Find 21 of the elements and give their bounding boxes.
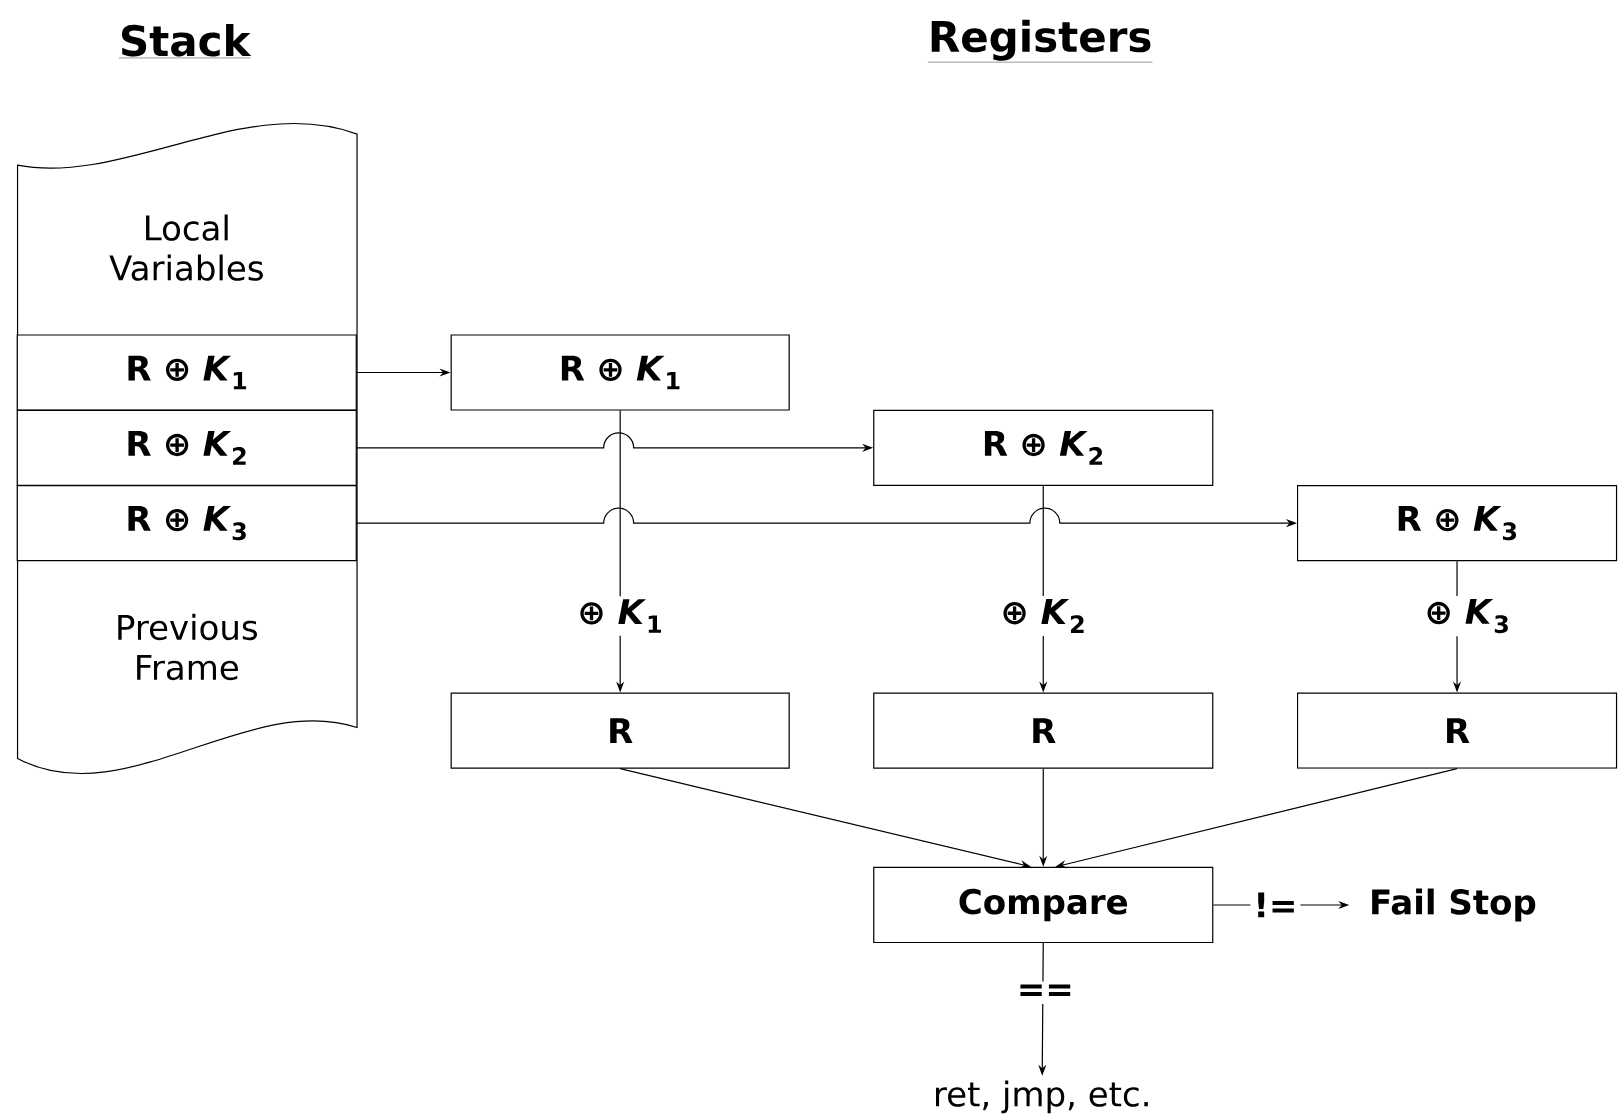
register-box: R: [450, 692, 790, 769]
register-box: R ⊕ K$_{3}$: [1296, 485, 1618, 562]
edge-label: ⊕ K$_{2}$: [997, 596, 1090, 637]
register-box: R: [1296, 692, 1618, 769]
edge-label: ⊕ K$_{1}$: [574, 596, 667, 637]
result-text: ret, jmp, etc.: [936, 1080, 1148, 1114]
result-text: Fail Stop: [1372, 888, 1536, 922]
stack-slot: R ⊕ K$_{3}$: [16, 485, 357, 562]
compare-box: Compare: [873, 867, 1214, 944]
heading: Registers: [927, 20, 1153, 63]
edge-label: !=: [1250, 889, 1301, 921]
register-box: R: [873, 692, 1214, 769]
stack-section: Local Variables: [109, 214, 263, 282]
register-box: R ⊕ K$_{2}$: [873, 409, 1214, 487]
edge-label: ⊕ K$_{3}$: [1421, 596, 1514, 637]
register-box: R ⊕ K$_{1}$: [450, 334, 790, 411]
heading: Stack: [118, 24, 252, 59]
stack-slot: R ⊕ K$_{1}$: [16, 334, 357, 411]
edge-label: ==: [1013, 981, 1077, 1005]
stack-section: Previous Frame: [118, 614, 257, 681]
stack-slot: R ⊕ K$_{2}$: [16, 409, 357, 487]
